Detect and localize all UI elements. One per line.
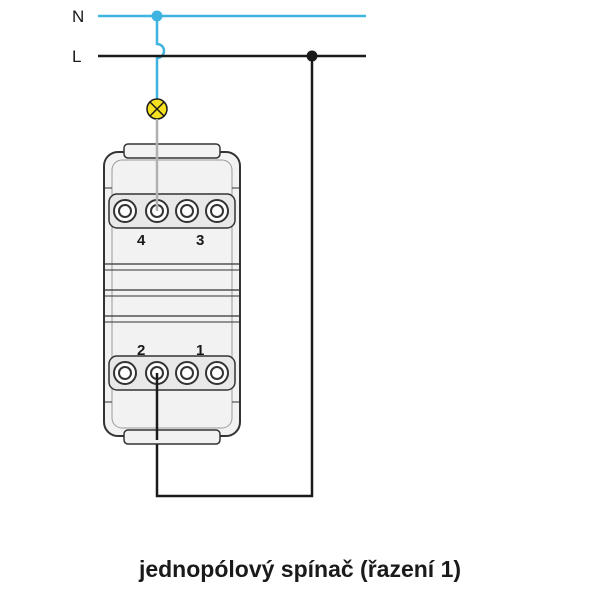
line-label: L: [72, 47, 81, 66]
bottom-terminal-screws: [113, 361, 229, 385]
neutral-wire: [98, 10, 366, 100]
terminal-3-label: 3: [196, 232, 204, 249]
diagram-caption: jednopólový spínač (řazení 1): [138, 556, 462, 582]
neutral-label: N: [72, 7, 84, 26]
terminal-4-label: 4: [137, 232, 146, 249]
top-terminal-block: [108, 193, 236, 229]
bottom-terminal-block: [108, 355, 236, 391]
terminal-1-label: 1: [196, 342, 204, 359]
terminal-2-label: 2: [137, 342, 145, 359]
lamp-icon: [146, 98, 168, 120]
switch-module: 4 3 2 1: [103, 143, 241, 445]
